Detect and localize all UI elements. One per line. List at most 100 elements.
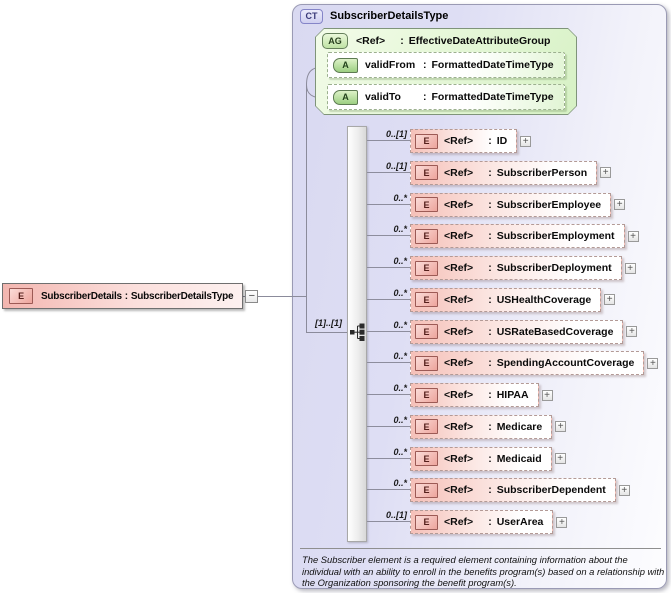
connector-line	[367, 489, 410, 491]
element-icon: E	[415, 355, 438, 371]
element-node-subscriberperson[interactable]: E <Ref> : SubscriberPerson	[410, 160, 598, 185]
element-icon: E	[415, 482, 438, 498]
cardinality-label: 0..*	[393, 446, 407, 457]
collapse-button[interactable]: −	[245, 289, 259, 303]
expand-button[interactable]: +	[556, 516, 568, 528]
element-node-id[interactable]: E <Ref> : ID	[410, 129, 518, 153]
colon: :	[400, 34, 404, 47]
element-list: 0..[1] E <Ref> : ID + 0..[1] E <Ref> : S…	[367, 129, 667, 542]
element-icon: E	[415, 260, 438, 276]
attribute-group-node[interactable]: AG <Ref> : EffectiveDateAttributeGroup A…	[315, 28, 577, 115]
colon: :	[488, 325, 492, 338]
complex-type-icon: CT	[300, 8, 323, 24]
ref-label: <Ref>	[356, 34, 386, 47]
colon: :	[488, 516, 492, 528]
cardinality-label: 0..*	[393, 351, 407, 362]
expand-button[interactable]: +	[600, 167, 612, 179]
attribute-name: validTo	[365, 91, 401, 103]
expand-button[interactable]: +	[541, 389, 553, 401]
annotation-separator	[300, 548, 661, 549]
cardinality-label: 0..*	[393, 383, 407, 393]
element-row: 0..* E <Ref> : SubscriberDependent +	[367, 478, 667, 503]
attribute-node-validto[interactable]: A validTo : FormattedDateTimeType	[327, 84, 565, 110]
expand-button[interactable]: +	[618, 484, 630, 496]
colon: :	[488, 198, 492, 211]
expand-button[interactable]: +	[627, 230, 639, 242]
element-name: USRateBasedCoverage	[496, 325, 614, 338]
element-row: 0..* E <Ref> : SubscriberDeployment +	[367, 256, 667, 280]
colon: :	[488, 262, 492, 274]
expand-button[interactable]: +	[624, 262, 636, 274]
element-icon: E	[415, 197, 438, 212]
element-node-subscriberemployment[interactable]: E <Ref> : SubscriberEmployment	[410, 224, 625, 249]
element-node-usratebasedcoverage[interactable]: E <Ref> : USRateBasedCoverage	[410, 319, 624, 344]
connector-line	[367, 362, 410, 364]
element-node-subscriberdependent[interactable]: E <Ref> : SubscriberDependent	[410, 478, 616, 503]
element-name: SpendingAccountCoverage	[496, 357, 635, 370]
element-node-medicaid[interactable]: E <Ref> : Medicaid	[410, 446, 552, 471]
connector-line	[367, 394, 410, 395]
element-row: 0..* E <Ref> : SubscriberEmployee +	[367, 192, 667, 217]
element-row: 0..[1] E <Ref> : SubscriberPerson +	[367, 160, 667, 185]
element-type: SubscriberDetailsType	[130, 290, 234, 302]
colon: :	[124, 290, 128, 302]
attribute-type: FormattedDateTimeType	[431, 59, 554, 71]
connector-line	[367, 425, 410, 427]
element-node-userarea[interactable]: E <Ref> : UserArea	[410, 510, 554, 534]
ref-label: <Ref>	[444, 389, 474, 401]
element-icon: E	[9, 288, 33, 304]
element-name: ID	[496, 135, 508, 147]
root-element-group: E SubscriberDetails : SubscriberDetailsT…	[2, 283, 259, 309]
element-node-subscriberdeployment[interactable]: E <Ref> : SubscriberDeployment	[410, 256, 622, 280]
cardinality-label: 0..[1]	[385, 510, 407, 520]
element-name: SubscriberDependent	[496, 484, 606, 497]
compositor-cardinality-label: [1]..[1]	[315, 318, 342, 328]
ref-label: <Ref>	[444, 293, 474, 306]
connector-line	[367, 457, 410, 459]
element-name: SubscriberEmployee	[496, 198, 602, 211]
element-node-subscriberdetails[interactable]: E SubscriberDetails : SubscriberDetailsT…	[2, 283, 244, 309]
expand-button[interactable]: +	[554, 453, 566, 464]
expand-button[interactable]: +	[647, 357, 659, 369]
attribute-group-header: AG <Ref> : EffectiveDateAttributeGroup	[322, 32, 550, 49]
element-row: 0..* E <Ref> : Medicaid +	[367, 446, 667, 471]
complex-type-header[interactable]: CT SubscriberDetailsType	[300, 8, 448, 24]
element-node-medicare[interactable]: E <Ref> : Medicare	[410, 414, 553, 439]
element-icon: E	[415, 292, 438, 308]
element-icon: E	[415, 451, 438, 466]
attribute-icon: A	[333, 89, 358, 105]
ref-label: <Ref>	[444, 516, 474, 528]
expand-button[interactable]: +	[520, 135, 532, 147]
expand-button[interactable]: +	[626, 326, 638, 337]
element-name: SubscriberDeployment	[496, 262, 612, 274]
ref-label: <Ref>	[444, 230, 474, 243]
colon: :	[488, 230, 492, 243]
ref-label: <Ref>	[444, 452, 474, 465]
element-name: HIPAA	[496, 389, 529, 401]
element-node-ushealthcoverage[interactable]: E <Ref> : USHealthCoverage	[410, 287, 602, 312]
cardinality-label: 0..*	[393, 478, 407, 489]
element-row: 0..* E <Ref> : USRateBasedCoverage +	[367, 319, 667, 344]
expand-button[interactable]: +	[604, 294, 616, 306]
cardinality-label: 0..[1]	[385, 129, 407, 139]
colon: :	[488, 357, 492, 370]
expand-button[interactable]: +	[614, 199, 626, 210]
element-node-spendingaccountcoverage[interactable]: E <Ref> : SpendingAccountCoverage	[410, 351, 645, 376]
expand-button[interactable]: +	[555, 421, 567, 433]
attribute-group-icon: AG	[322, 32, 348, 49]
annotation-text: The Subscriber element is a required ele…	[302, 554, 665, 589]
sequence-compositor-icon[interactable]	[350, 323, 368, 341]
element-name: SubscriberEmployment	[496, 230, 615, 243]
element-icon: E	[415, 133, 438, 149]
attribute-node-validfrom[interactable]: A validFrom : FormattedDateTimeType	[327, 52, 565, 78]
connector-line	[367, 235, 410, 237]
colon: :	[488, 420, 492, 433]
element-node-hipaa[interactable]: E <Ref> : HIPAA	[410, 383, 539, 407]
cardinality-label: 0..*	[393, 287, 407, 298]
element-node-subscriberemployee[interactable]: E <Ref> : SubscriberEmployee	[410, 192, 612, 217]
element-icon: E	[415, 165, 438, 181]
element-name: USHealthCoverage	[496, 293, 592, 306]
colon: :	[488, 135, 492, 147]
ref-label: <Ref>	[444, 198, 474, 211]
